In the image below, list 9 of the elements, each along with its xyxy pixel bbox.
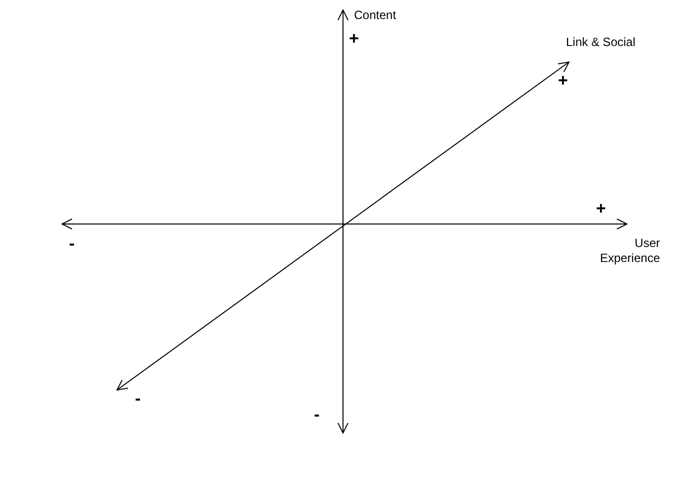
sign-label: + [558,70,568,92]
sign-label: - [135,388,141,410]
axis-label: User Experience [598,236,660,266]
sign-label: - [314,404,320,426]
sign-label: - [69,233,75,254]
axis-label: Link & Social [566,35,636,50]
sign-label: + [596,198,606,220]
sign-label: + [349,28,359,50]
axis-label: Content [354,8,396,23]
